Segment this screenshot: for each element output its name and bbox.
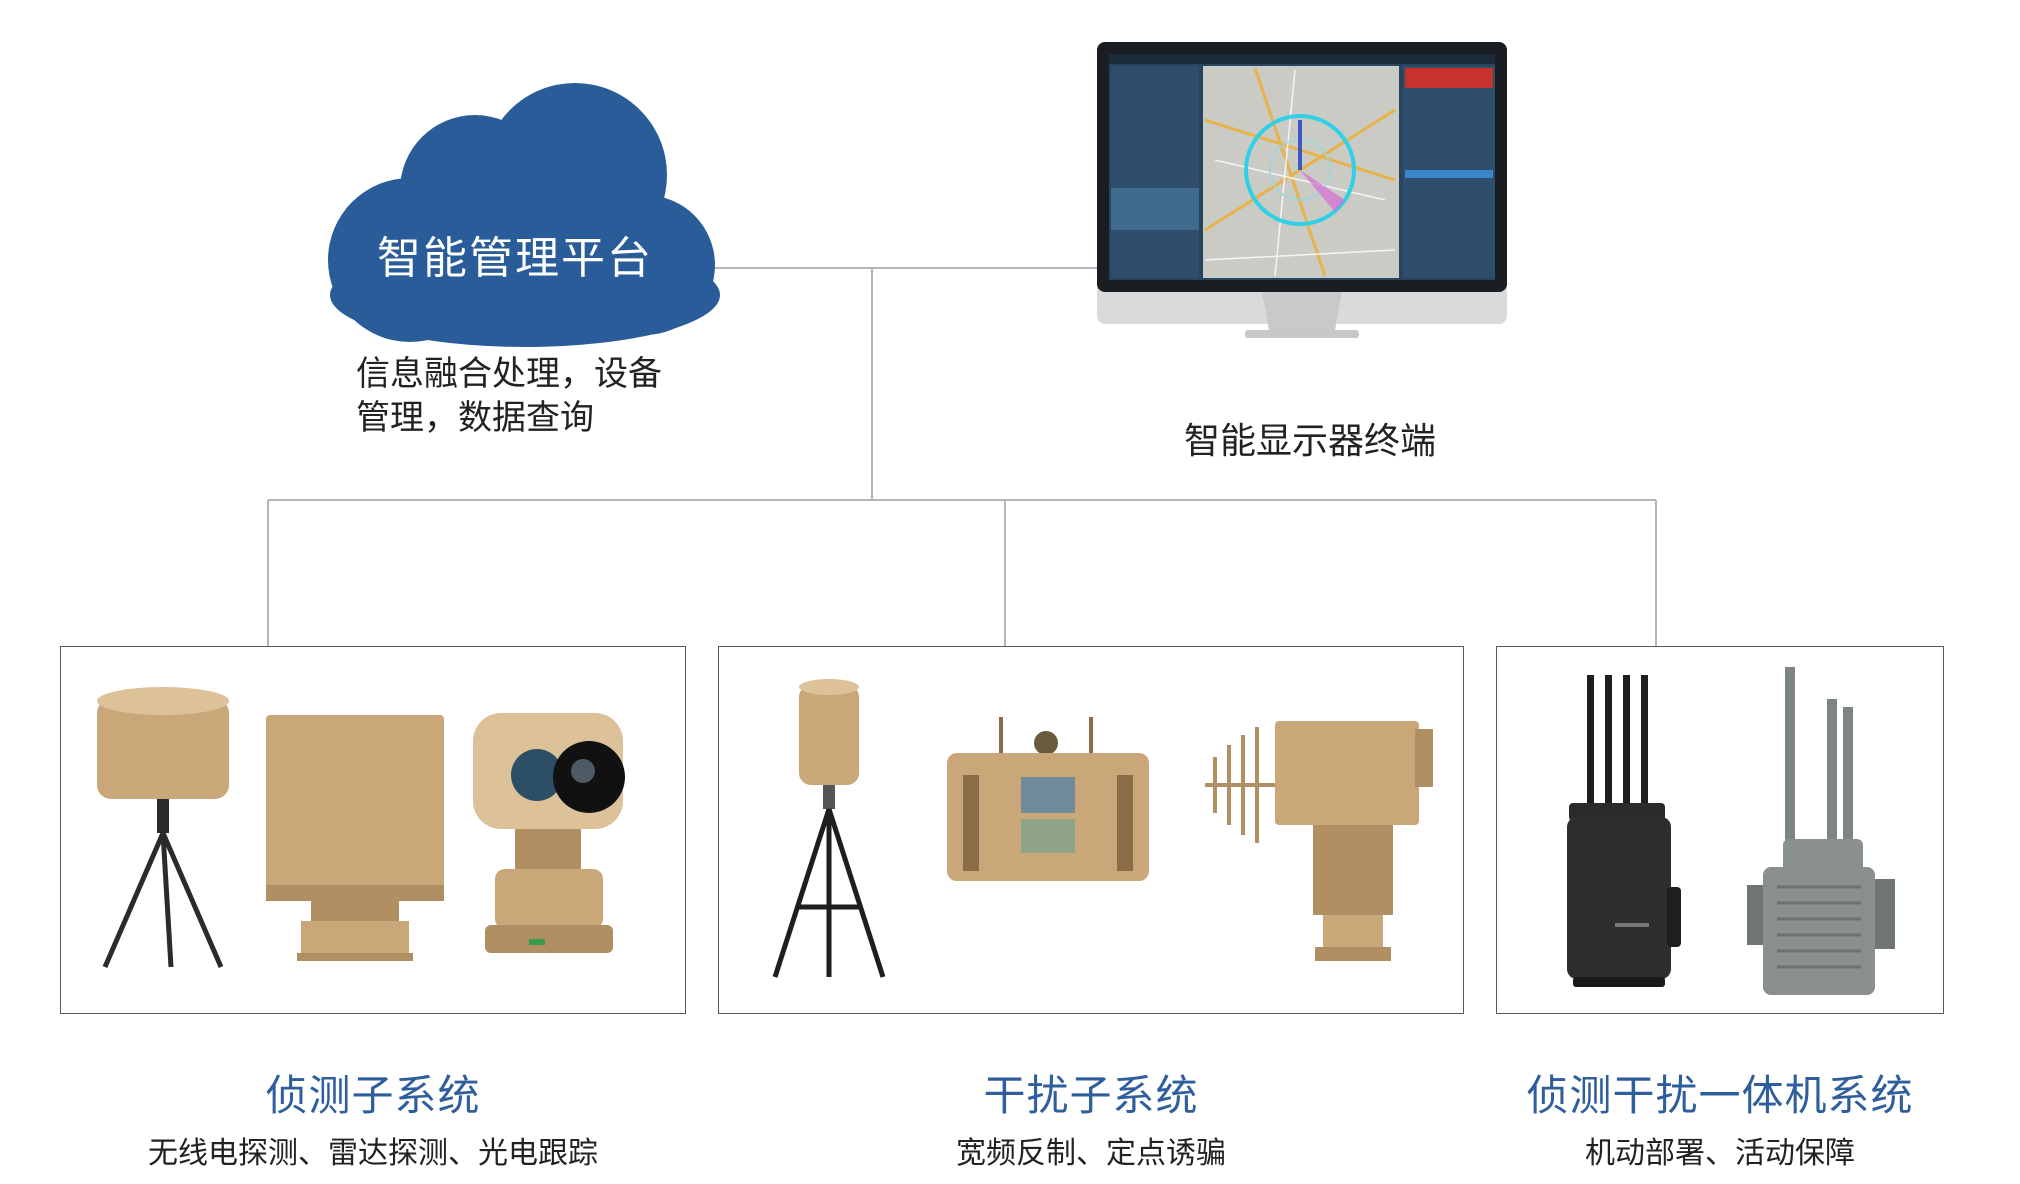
directional-jammer-icon [1205,721,1433,961]
subsystem-description: 机动部署、活动保障 [1585,1136,1855,1171]
cylinder-jammer-icon [772,679,886,978]
cloud-icon [328,83,720,347]
subsystem-description: 无线电探测、雷达探测、光电跟踪 [148,1136,598,1171]
platform-title: 智能管理平台 [377,233,653,284]
radio-detector-icon [97,687,229,968]
terminal-label: 智能显示器终端 [1183,421,1436,462]
detection-devices-illustration [97,687,625,968]
integrated-system-panel [1496,646,1944,1014]
eo-tracker-icon [473,713,625,953]
jamming-devices-illustration [772,679,1433,978]
subsystem-title: 干扰子系统 [983,1071,1199,1120]
radar-panel-icon [266,715,444,961]
platform-description: 信息融合处理，设备 管理，数据查询 [356,352,716,440]
platform-description-line: 信息融合处理，设备 [356,354,662,394]
jamming-subsystem-panel [718,646,1464,1014]
subsystem-title: 侦测子系统 [265,1071,481,1120]
monitor-icon [1097,42,1507,338]
detection-subsystem-panel [60,646,686,1014]
gray-integrated-unit-icon [1747,667,1895,995]
subsystem-description: 宽频反制、定点诱骗 [956,1136,1226,1171]
platform-description-line: 管理，数据查询 [356,398,594,438]
integrated-devices-illustration [1567,667,1895,995]
rugged-case-jammer-icon [1567,675,1681,987]
portable-jammer-icon [947,717,1149,881]
subsystem-title: 侦测干扰一体机系统 [1526,1071,1914,1120]
